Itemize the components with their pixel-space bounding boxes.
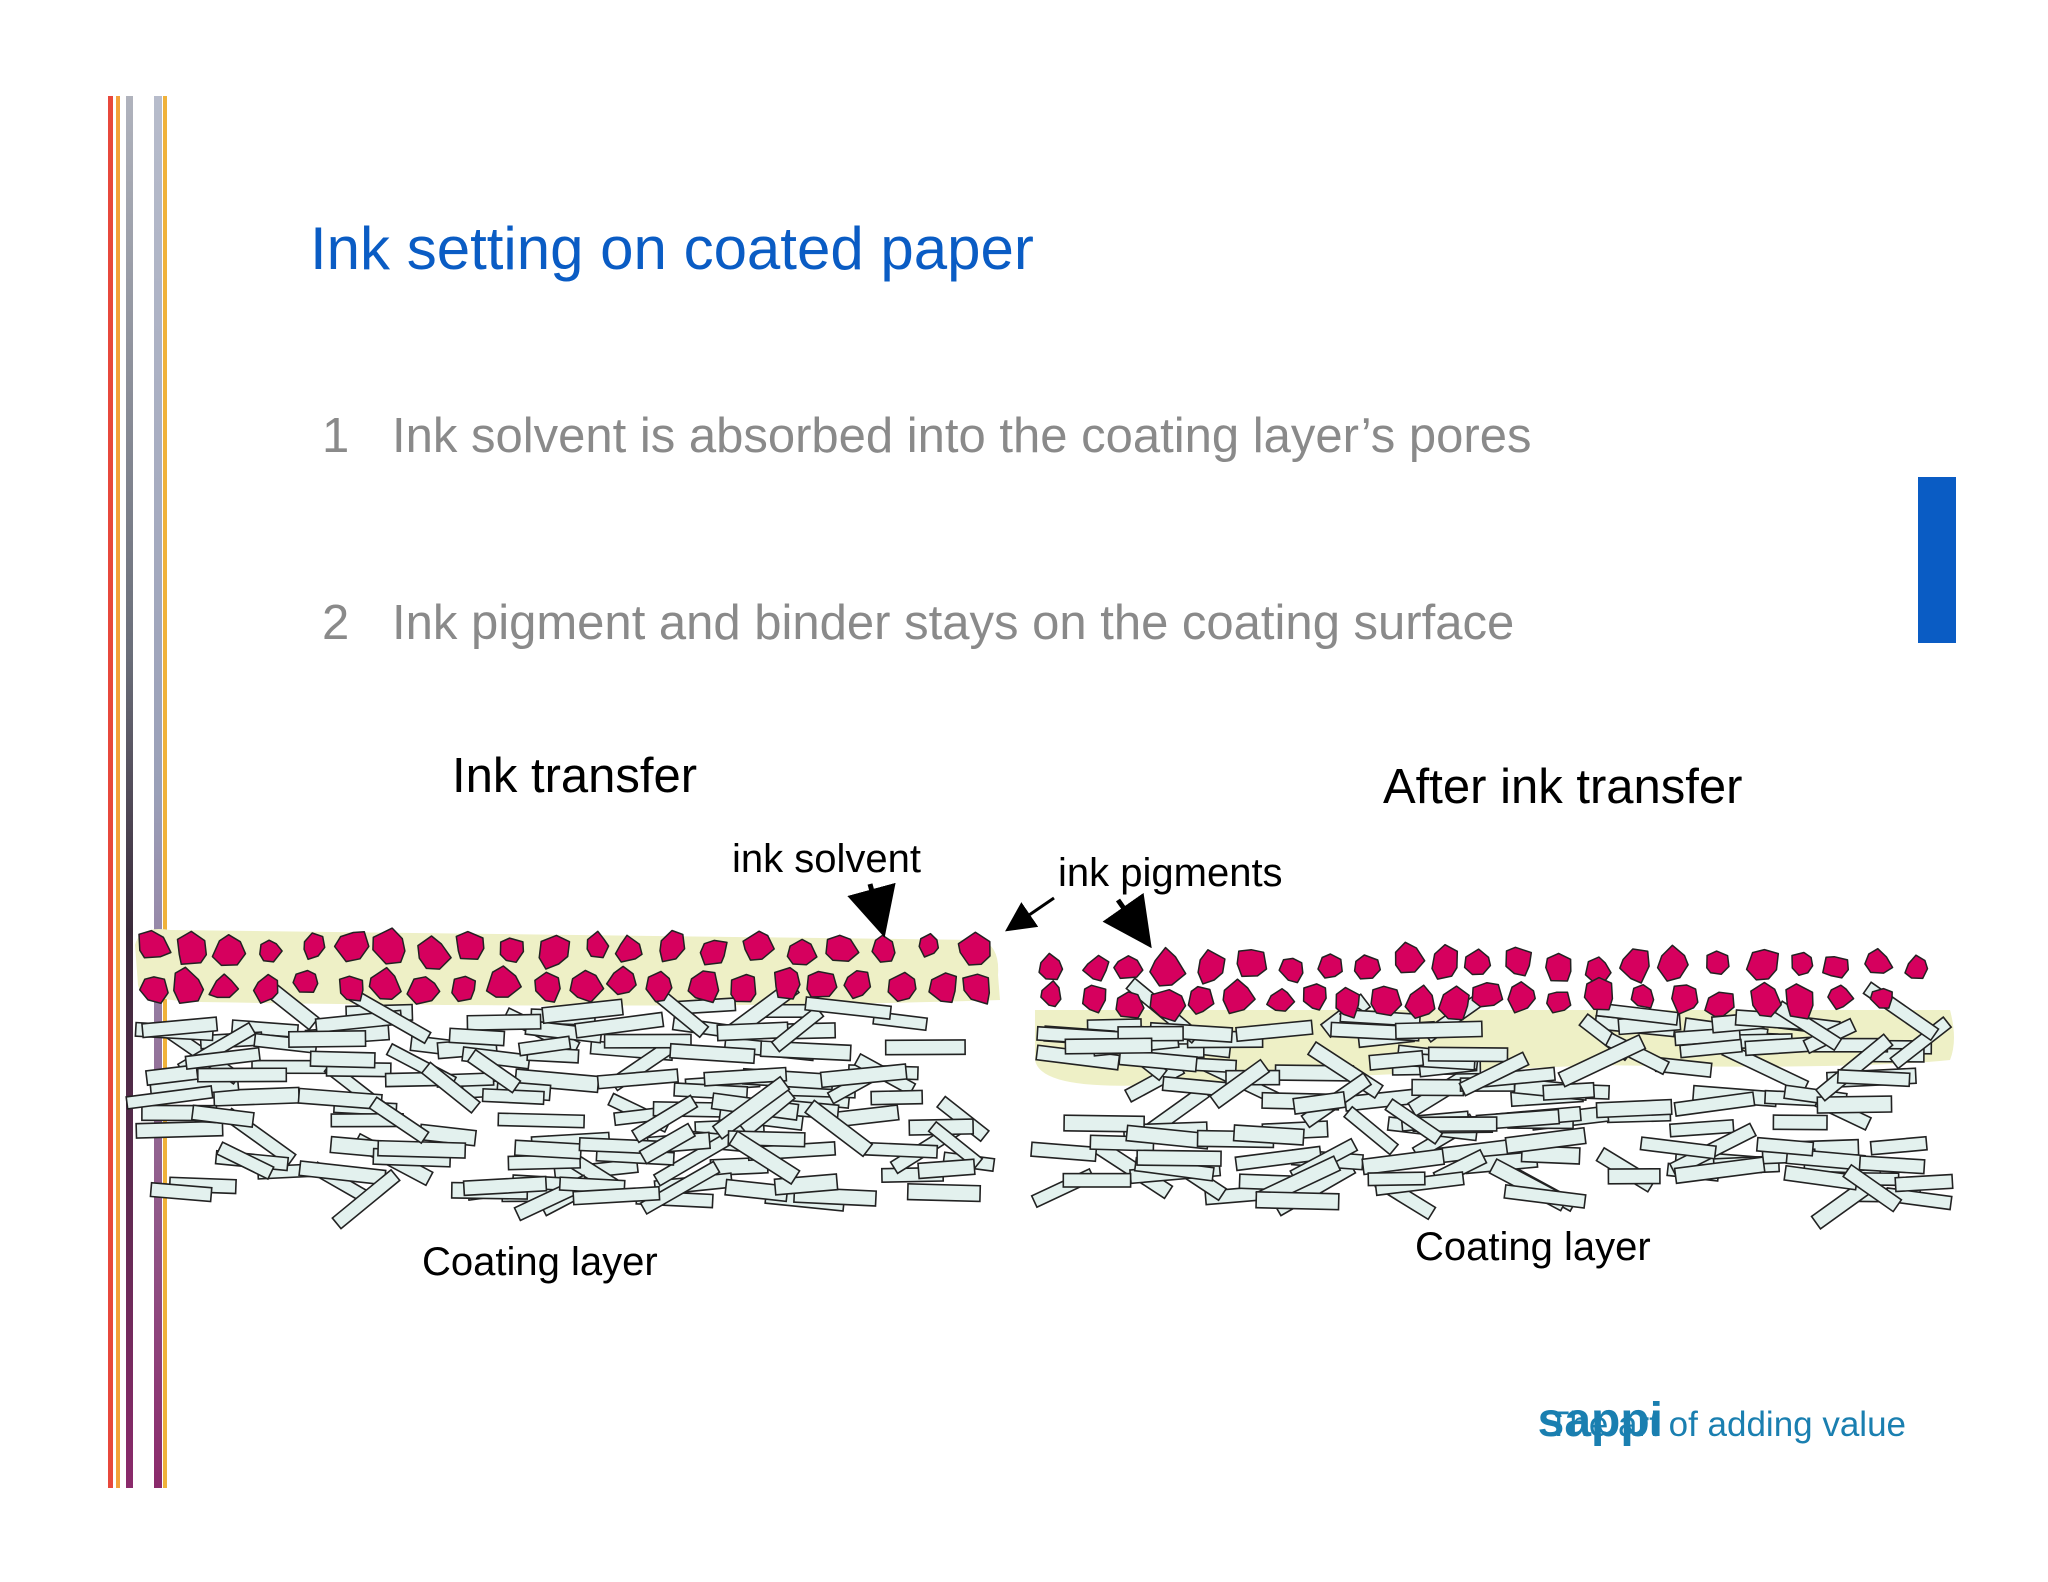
coating-particle [289, 1031, 366, 1047]
ink-pigment-particle [293, 971, 318, 993]
coating-particle [1137, 1150, 1221, 1166]
ink-pigment-particle [1223, 979, 1255, 1013]
ink-pigment-particle [1747, 950, 1779, 980]
left-coating-label: Coating layer [422, 1240, 658, 1284]
tagline: The art of adding value [1548, 1405, 1906, 1445]
pigments-arrow-left [1010, 898, 1054, 928]
ink-pigment-particle [1672, 985, 1698, 1014]
coating-particle [918, 1159, 975, 1178]
coating-particle [864, 1143, 937, 1158]
coating-particle [1396, 1021, 1482, 1038]
coating-particle [1895, 1174, 1953, 1191]
ink-pigment-particle [1041, 981, 1061, 1007]
ink-pigment-particle [1114, 956, 1143, 979]
ink-pigment-particle [1304, 984, 1327, 1010]
coating-particle [1670, 1120, 1734, 1137]
ink-pigment-particle [775, 968, 800, 999]
ink-pigment-particle [1396, 942, 1425, 972]
coating-particle [1773, 1115, 1827, 1130]
ink-pigment-particle [1865, 949, 1893, 973]
coating-particle [1596, 1100, 1671, 1118]
ink-pigment-particle [1828, 985, 1854, 1009]
ink-pigment-particle [1150, 948, 1186, 986]
coating-particle [467, 1014, 540, 1030]
ink-pigment-particle [1547, 992, 1571, 1013]
pigments-arrow-right [1118, 900, 1146, 940]
ink-pigment-particle [731, 975, 756, 1002]
coating-particle [1838, 1070, 1910, 1087]
ink-pigment-particle [1707, 951, 1729, 974]
ink-pigment-particle [452, 976, 475, 1001]
right-ink-pigments [1039, 942, 1927, 1021]
coating-particle [515, 1140, 582, 1159]
coating-particle [597, 1069, 678, 1089]
left-coating-layer [126, 980, 994, 1229]
coating-particle [1859, 1156, 1924, 1174]
ink-pigment-particle [1823, 957, 1849, 978]
ink-pigment-particle [1786, 984, 1813, 1019]
ink-pigment-particle [1870, 989, 1892, 1009]
coating-particle [1429, 1047, 1508, 1061]
ink-pigment-particle [1083, 955, 1109, 981]
ink-pigment-particle [1620, 949, 1649, 983]
coating-particle [886, 1040, 965, 1055]
coating-particle [1368, 1172, 1425, 1185]
ink-pigment-particle [1198, 950, 1225, 984]
right-coating-label: Coating layer [1415, 1225, 1651, 1269]
coating-particle [1065, 1038, 1151, 1054]
coating-particle [1256, 1192, 1339, 1210]
coating-particle [198, 1068, 287, 1082]
coating-particle [1608, 1169, 1660, 1184]
coating-particle [1063, 1174, 1130, 1187]
ink-pigment-particle [1506, 947, 1531, 976]
ink-pigment-particle [1237, 950, 1266, 977]
ink-pigment-particle [1631, 985, 1653, 1008]
left-diagram-title: Ink transfer [452, 749, 697, 803]
ink-solvent-label: ink solvent [732, 837, 921, 881]
ink-pigment-particle [1355, 955, 1381, 979]
ink-pigment-particle [140, 977, 168, 1003]
solvent-arrow [870, 884, 882, 928]
coating-particle [1871, 1137, 1928, 1155]
coating-particle [1362, 1149, 1444, 1174]
ink-pigments-label: ink pigments [1058, 851, 1283, 895]
coating-particle [1031, 1142, 1096, 1161]
coating-particle [310, 1051, 375, 1067]
ink-pigment-particle [1792, 953, 1813, 976]
ink-pigment-particle [1267, 989, 1295, 1011]
ink-pigment-particle [807, 972, 837, 998]
coating-particle [908, 1184, 981, 1202]
ink-pigment-particle [1318, 954, 1342, 978]
coating-particle [136, 1121, 223, 1138]
coating-particle [498, 1113, 584, 1127]
coating-particle [1412, 1080, 1463, 1096]
coating-particle [1234, 1125, 1304, 1145]
ink-pigment-particle [1465, 949, 1491, 974]
ink-pigment-particle [1472, 983, 1502, 1007]
coating-particle [871, 1090, 922, 1104]
ink-pigment-particle [1658, 945, 1689, 981]
coating-particle [449, 1028, 504, 1045]
right-diagram-title: After ink transfer [1383, 760, 1742, 814]
ink-pigment-particle [1039, 953, 1062, 979]
ink-pigment-particle [1508, 982, 1535, 1013]
ink-pigment-particle [1083, 985, 1106, 1013]
ink-pigment-particle [1432, 945, 1457, 979]
ink-pigment-particle [1585, 978, 1613, 1010]
ink-pigment-particle [1546, 953, 1571, 981]
ink-pigment-particle [1279, 958, 1303, 982]
ink-pigment-particle [1905, 955, 1928, 978]
